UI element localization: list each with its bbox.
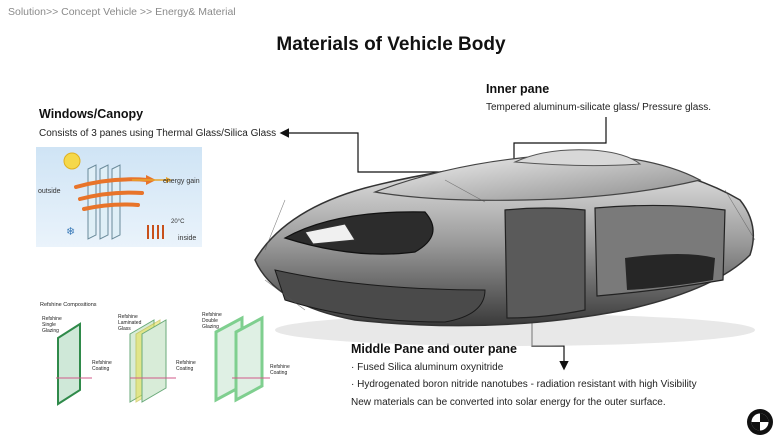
svg-text:Double: Double [202,318,218,324]
svg-text:Glass: Glass [118,326,131,332]
diagram-outside-label: outside [38,188,61,195]
radiator-icon [147,225,164,239]
single-glazing: Refshine Single Glazing Refshine Coating [42,316,112,406]
inner-pane-heading: Inner pane [486,82,550,96]
inner-pane-description: Tempered aluminum-silicate glass/ Pressu… [486,102,712,113]
breadcrumb: Solution>> Concept Vehicle >> Energy& Ma… [8,6,236,18]
svg-text:Refshine: Refshine [202,312,222,318]
svg-text:Refshine: Refshine [92,360,112,366]
refshine-title: Refshine Compositions [40,302,97,308]
svg-text:Glazing: Glazing [42,328,59,334]
middle-pane-line-2: · Hydrogenated boron nitride nanotubes -… [351,379,697,390]
inner-pane-callout-line [513,117,607,162]
svg-text:Refshine: Refshine [42,316,62,322]
diagram-inside-label: inside [178,235,196,242]
windows-callout-line [279,128,445,173]
page-title: Materials of Vehicle Body [276,34,506,55]
diagram-energy-gain-label: energy gain [163,178,200,185]
refshine-compositions-diagram: Refshine Compositions Refshine Single Gl… [40,302,290,406]
svg-text:Coating: Coating [176,366,193,372]
windows-heading: Windows/Canopy [39,107,144,121]
thermal-glass-diagram: ❄ outside energy gain 20°C inside [36,147,202,247]
diagram-temp-label: 20°C [171,219,185,225]
svg-text:Coating: Coating [92,366,109,372]
svg-text:Single: Single [42,322,56,328]
double-glazing: Refshine Double Glazing Refshine Coating [202,312,290,403]
svg-text:Glazing: Glazing [202,324,219,330]
bmw-logo [747,409,773,435]
svg-text:Refshine: Refshine [118,314,138,320]
middle-pane-line-1: · Fused Silica aluminum oxynitride [351,362,504,373]
glass-panes [87,164,121,240]
sun-icon [63,152,81,170]
svg-text:Refshine: Refshine [176,360,196,366]
svg-text:Refshine: Refshine [270,364,290,370]
middle-pane-line-3: New materials can be converted into sola… [351,397,666,408]
laminated-glass: Refshine Laminated Glass Refshine Coatin… [118,314,196,403]
windows-description: Consists of 3 panes using Thermal Glass/… [39,128,277,139]
svg-text:Laminated: Laminated [118,320,142,326]
snowflake-icon: ❄ [66,226,75,238]
svg-text:Coating: Coating [270,370,287,376]
concept-car-sketch [254,149,756,346]
